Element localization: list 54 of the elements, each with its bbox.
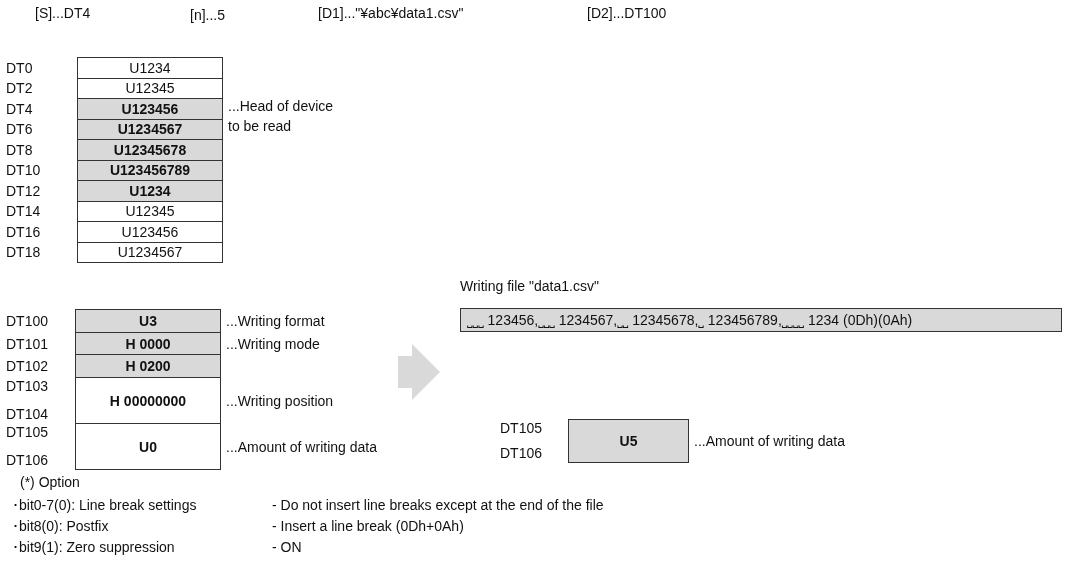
register-cell: U1234567 <box>77 118 223 140</box>
register-cell: ˽˽˽ 123456,˽˽˽ 1234567,˽˽ 12345678,˽ 123456789,˽˽˽˽ 1234 (0Dh)(0Ah) <box>460 308 1062 332</box>
register-cell: U12345678 <box>77 139 223 161</box>
register-cell: U123456 <box>77 221 223 243</box>
register-cell: U123456 <box>77 98 223 120</box>
register-address: DT103 <box>6 378 49 394</box>
description-text: ...Writing position <box>226 392 334 409</box>
register-address: DT105 <box>6 424 49 440</box>
register-cell: H 00000000 <box>75 377 221 424</box>
register-cell: U5 <box>568 419 689 463</box>
register-address: DT4 <box>6 100 33 117</box>
register-cell: U1234 <box>77 180 223 202</box>
register-address: DT106 <box>6 452 49 468</box>
description-text: ...Amount of writing data <box>694 433 845 449</box>
register-address: DT10 <box>6 162 41 179</box>
description-text: ...Writing mode <box>226 335 320 352</box>
file-name-caption: Writing file "data1.csv" <box>460 278 599 294</box>
register-address: DT6 <box>6 121 33 138</box>
register-address: DT104 <box>6 406 49 422</box>
register-address: DT2 <box>6 80 33 97</box>
note-text: ･bit9(1): Zero suppression <box>12 539 175 555</box>
register-cell: U12345 <box>77 200 223 222</box>
description-text: ...Writing format <box>226 313 325 329</box>
register-cell: H 0000 <box>75 332 221 355</box>
register-cell: H 0200 <box>75 354 221 378</box>
note-text: - Do not insert line breaks except at the end of the file <box>272 497 604 513</box>
register-cell: U0 <box>75 423 221 470</box>
note-text: - ON <box>272 539 302 555</box>
register-address: DT106 <box>500 445 543 461</box>
register-address: DT0 <box>6 59 33 76</box>
register-cell: U1234 <box>77 57 223 79</box>
description-text: ...Head of device to be read <box>228 97 335 136</box>
parameter-text: [D2]...DT100 <box>587 5 667 21</box>
parameter-text: [S]...DT4 <box>35 5 91 21</box>
register-address: DT102 <box>6 358 49 374</box>
register-cell: U12345 <box>77 77 223 99</box>
register-cell: U3 <box>75 309 221 333</box>
register-address: DT12 <box>6 182 41 199</box>
note-text: ･bit8(0): Postfix <box>12 518 109 534</box>
parameter-text: [D1]..."¥abc¥data1.csv" <box>318 5 464 21</box>
register-address: DT16 <box>6 223 41 240</box>
register-address: DT8 <box>6 141 33 158</box>
register-address: DT101 <box>6 335 49 352</box>
note-text: ･bit0-7(0): Line break settings <box>12 497 197 513</box>
register-address: DT18 <box>6 244 41 261</box>
register-address: DT100 <box>6 313 49 329</box>
parameter-text: [n]...5 <box>190 7 226 23</box>
register-cell: U123456789 <box>77 159 223 181</box>
register-address: DT105 <box>500 420 543 436</box>
register-cell: U1234567 <box>77 241 223 263</box>
register-address: DT14 <box>6 203 41 220</box>
note-text: - Insert a line break (0Dh+0Ah) <box>272 518 464 534</box>
note-heading: (*) Option <box>20 474 80 490</box>
description-text: ...Amount of writing data <box>226 438 377 455</box>
